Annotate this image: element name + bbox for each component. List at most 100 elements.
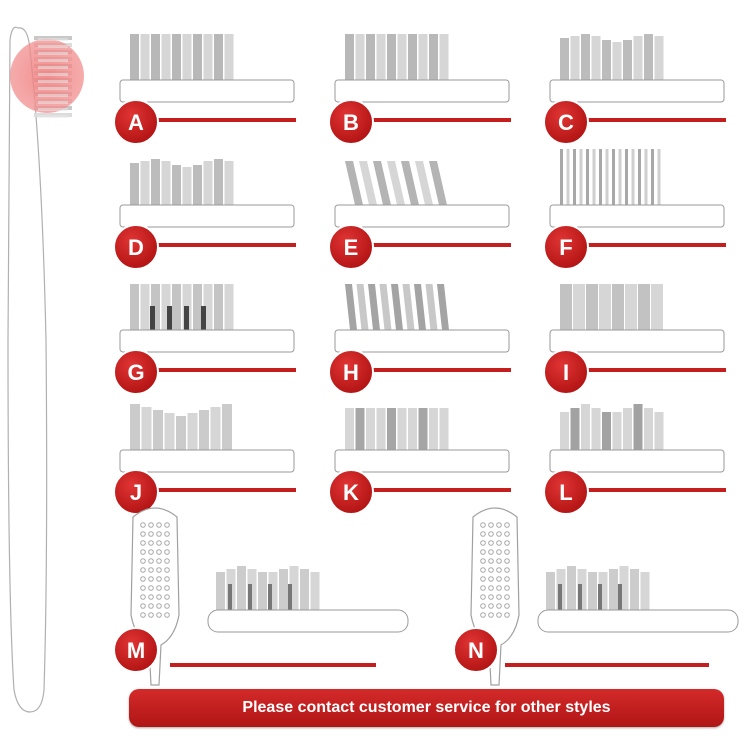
brush-style-d: D: [113, 159, 296, 270]
bristle-tuft: [618, 584, 622, 610]
bristle-tuft: [560, 38, 569, 80]
bristle-hole: [140, 585, 146, 591]
style-badge: [543, 349, 589, 395]
bristle-tuft: [214, 34, 223, 80]
bristle-tuft: [439, 408, 449, 450]
bristle-tuft: [366, 34, 375, 80]
brush-head-body: [119, 329, 295, 353]
brush-head-body: [549, 204, 725, 228]
contact-customer-service-banner[interactable]: Please contact customer service for othe…: [129, 689, 724, 727]
bristle-tuft-angled: [414, 284, 426, 330]
bristle-hole: [504, 576, 510, 582]
style-badge: [113, 349, 159, 395]
bristle-tuft: [612, 42, 622, 80]
bristle-hole: [480, 585, 486, 591]
bristle-hole: [496, 558, 502, 564]
bristle-hole: [488, 558, 494, 564]
style-badge-label: I: [563, 360, 569, 385]
style-badge: [113, 627, 159, 673]
bristle-tuft-angled: [356, 284, 369, 330]
bristle-tuft: [644, 149, 648, 205]
bristle-tuft: [184, 306, 189, 330]
red-underline: [128, 368, 296, 372]
bristle-hole: [504, 522, 510, 528]
brush-style-h: H: [328, 284, 511, 395]
bristle-hole: [156, 576, 162, 582]
toothbrush-bristle-highlight: [38, 80, 68, 83]
red-underline: [558, 243, 726, 247]
bristle-hole: [156, 522, 162, 528]
bristle-tuft: [560, 284, 572, 330]
red-underline: [558, 118, 726, 122]
brush-head-body: [119, 449, 295, 473]
bristle-tuft: [408, 408, 417, 450]
bristle-hole: [480, 549, 486, 555]
style-badge: [543, 224, 589, 270]
bristle-tuft: [193, 34, 202, 80]
bristle-tuft-angled: [373, 161, 391, 205]
bristle-tuft: [172, 165, 181, 205]
bristle-hole: [504, 603, 510, 609]
bristle-tuft: [151, 34, 160, 80]
bristle-hole: [148, 549, 154, 555]
bristle-tuft: [591, 36, 601, 80]
bristle-tuft-angled: [368, 284, 380, 330]
brush-head-body: [334, 79, 510, 103]
bristle-tuft: [300, 569, 309, 610]
red-underline: [343, 488, 511, 492]
bristle-hole: [488, 549, 494, 555]
bristle-tuft: [289, 566, 299, 610]
bristle-tuft: [418, 408, 428, 450]
bristle-tuft: [429, 34, 438, 80]
bristle-hole: [496, 576, 502, 582]
bristle-tuft-angled: [402, 284, 415, 330]
bristle-hole: [480, 558, 486, 564]
bristle-hole: [156, 558, 162, 564]
bristle-tuft: [201, 306, 206, 330]
brush-head-body: [334, 449, 510, 473]
brush-head-body: [334, 204, 510, 228]
bristle-hole: [164, 594, 170, 600]
bristle-tuft: [638, 284, 650, 330]
bristle-tuft: [631, 149, 635, 205]
bristle-hole: [480, 603, 486, 609]
bristle-tuft: [558, 584, 562, 610]
bristle-tuft: [130, 163, 139, 205]
style-badge: [543, 469, 589, 515]
brush-style-b: B: [328, 34, 511, 145]
style-badge-label: H: [343, 360, 359, 385]
bristle-tuft: [592, 149, 596, 205]
style-badge-label: A: [128, 110, 144, 135]
bristle-tuft: [560, 149, 563, 205]
bristle-hole: [148, 576, 154, 582]
brush-style-k: K: [328, 408, 511, 515]
brush-style-m: M: [113, 507, 409, 686]
bristle-tuft: [182, 167, 192, 205]
bristle-tuft: [630, 569, 639, 610]
style-badge: [328, 349, 374, 395]
red-underline: [128, 488, 296, 492]
contact-text: Please contact customer service for othe…: [242, 699, 611, 716]
bristle-hole: [140, 612, 146, 618]
bristle-hole: [496, 594, 502, 600]
bristle-tuft-angled: [401, 161, 419, 205]
brush-head-body: [207, 609, 409, 633]
bristle-tuft: [248, 584, 252, 610]
brush-head-body: [549, 329, 725, 353]
bristle-hole: [164, 576, 170, 582]
toothbrush-bristle-highlight: [38, 52, 68, 55]
bristle-tuft: [657, 149, 661, 205]
bristle-tuft: [612, 149, 615, 205]
brush-head-body: [549, 449, 725, 473]
bristle-hole: [148, 540, 154, 546]
bristle-hole: [164, 522, 170, 528]
bristle-hole: [156, 612, 162, 618]
bristle-tuft: [228, 584, 232, 610]
bristle-hole: [504, 594, 510, 600]
bristle-hole: [156, 549, 162, 555]
bristle-tuft: [210, 407, 221, 450]
bristle-tuft: [355, 408, 365, 450]
bristle-tuft: [387, 408, 396, 450]
bristle-hole: [140, 540, 146, 546]
bristle-tuft: [140, 34, 150, 80]
